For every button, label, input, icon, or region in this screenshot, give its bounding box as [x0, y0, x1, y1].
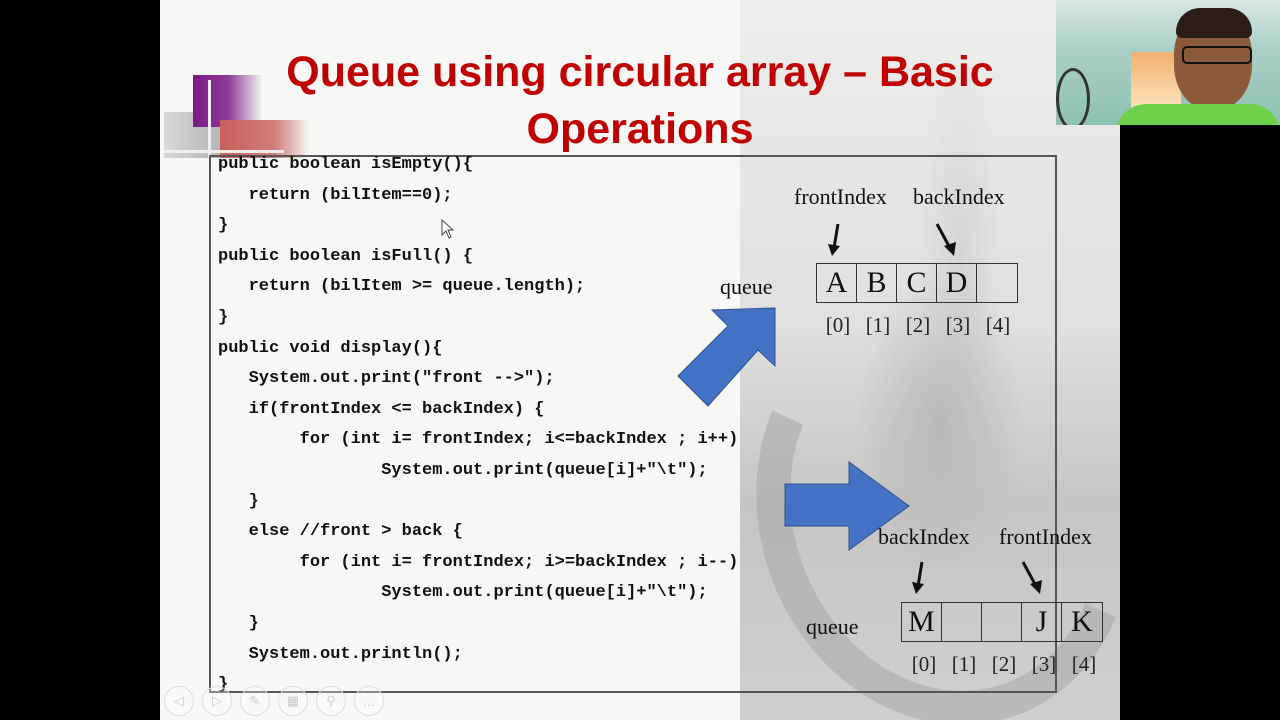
- right-block-arrow-icon: [784, 461, 910, 551]
- webcam-presenter-glasses: [1182, 46, 1252, 64]
- code-line: }: [218, 307, 229, 327]
- presenter-webcam: [1056, 0, 1280, 125]
- previous-icon: ◁: [174, 693, 184, 708]
- array-cell: M: [902, 603, 942, 641]
- array-index: [0]: [911, 652, 937, 676]
- code-line: System.out.print("front -->");: [218, 369, 555, 389]
- queue-label: queue: [720, 274, 773, 299]
- queue-array: M J K: [901, 602, 1103, 642]
- more-options-button[interactable]: …: [354, 686, 384, 716]
- array-index: [4]: [985, 313, 1011, 337]
- zoom-button[interactable]: ⚲: [316, 686, 346, 716]
- array-cell: [977, 264, 1017, 302]
- front-pointer-arrow-icon: [1021, 561, 1042, 594]
- array-index: [4]: [1071, 652, 1097, 676]
- see-all-slides-button[interactable]: ▦: [278, 686, 308, 716]
- decor-purple-block: [193, 75, 263, 127]
- next-icon: ▷: [212, 693, 222, 708]
- code-line: System.out.print(queue[i]+"\t");: [218, 460, 708, 480]
- code-line: }: [218, 216, 229, 236]
- back-pointer-arrow-icon: [912, 561, 924, 594]
- front-index-label: frontIndex: [794, 184, 887, 209]
- code-line: public boolean isEmpty(){: [218, 155, 474, 174]
- previous-slide-button[interactable]: ◁: [164, 686, 194, 716]
- webcam-window-curtain: [1131, 52, 1181, 114]
- webcam-presenter-shirt: [1116, 104, 1280, 125]
- back-index-label: backIndex: [878, 524, 970, 549]
- queue-array: A B C D: [816, 263, 1018, 303]
- code-line: }: [218, 491, 259, 511]
- webcam-fan: [1056, 68, 1090, 125]
- array-cell: C: [897, 264, 937, 302]
- code-line: }: [218, 675, 229, 695]
- pen-icon: ✎: [249, 693, 261, 708]
- code-line: return (bilItem >= queue.length);: [218, 277, 586, 297]
- back-pointer-arrow-icon: [935, 223, 956, 256]
- code-line: System.out.println();: [218, 644, 463, 664]
- code-line: else //front > back {: [218, 522, 463, 542]
- array-cell: B: [857, 264, 897, 302]
- code-line: System.out.print(queue[i]+"\t");: [218, 583, 708, 603]
- array-index: [0]: [825, 313, 851, 337]
- array-index: [3]: [945, 313, 971, 337]
- slides-grid-icon: ▦: [286, 693, 300, 708]
- array-cell: K: [1071, 605, 1093, 638]
- code-line: return (bilItem==0);: [218, 185, 453, 205]
- array-cell: A: [817, 264, 857, 302]
- code-line: for (int i= frontIndex; i>=backIndex ; i…: [218, 552, 739, 572]
- array-cell: D: [937, 264, 977, 302]
- front-index-label: frontIndex: [999, 524, 1092, 549]
- presenter-toolbar: ◁ ▷ ✎ ▦ ⚲ …: [164, 686, 384, 716]
- webcam-presenter-hair: [1176, 8, 1252, 38]
- diagonal-block-arrow-icon: [677, 307, 776, 407]
- ellipsis-icon: …: [362, 693, 376, 709]
- array-cell: [942, 603, 982, 641]
- code-line: for (int i= frontIndex; i<=backIndex ; i…: [218, 430, 739, 450]
- code-box-border: [209, 155, 1057, 693]
- mouse-cursor-icon: [441, 219, 455, 239]
- slide: Queue using circular array – Basic Opera…: [160, 0, 1120, 720]
- array-index: [1]: [951, 652, 977, 676]
- array-index: [2]: [991, 652, 1017, 676]
- decor-horizontal-line: [164, 150, 284, 153]
- slide-title: Queue using circular array – Basic Opera…: [286, 48, 994, 153]
- code-line: public boolean isFull() {: [218, 246, 474, 266]
- next-slide-button[interactable]: ▷: [202, 686, 232, 716]
- code-line: public void display(){: [218, 338, 443, 358]
- code-line: }: [218, 613, 259, 633]
- array-cell: J: [1022, 603, 1062, 641]
- array-index: [2]: [905, 313, 931, 337]
- code-line: if(frontIndex <= backIndex) {: [218, 399, 545, 419]
- array-indices: [0] [1] [2] [3] [4]: [818, 313, 1018, 338]
- back-index-label: backIndex: [913, 184, 1005, 209]
- array-indices: [0] [1] [2] [3] [4]: [904, 652, 1104, 677]
- front-pointer-arrow-icon: [828, 223, 840, 256]
- array-index: [1]: [865, 313, 891, 337]
- pen-tool-button[interactable]: ✎: [240, 686, 270, 716]
- array-index: [3]: [1031, 652, 1057, 676]
- decor-vertical-line: [208, 80, 211, 162]
- array-cell: [982, 603, 1022, 641]
- code-block: public boolean isEmpty(){ return (bilIte…: [218, 150, 738, 701]
- queue-label: queue: [806, 614, 859, 639]
- magnifier-icon: ⚲: [326, 693, 336, 708]
